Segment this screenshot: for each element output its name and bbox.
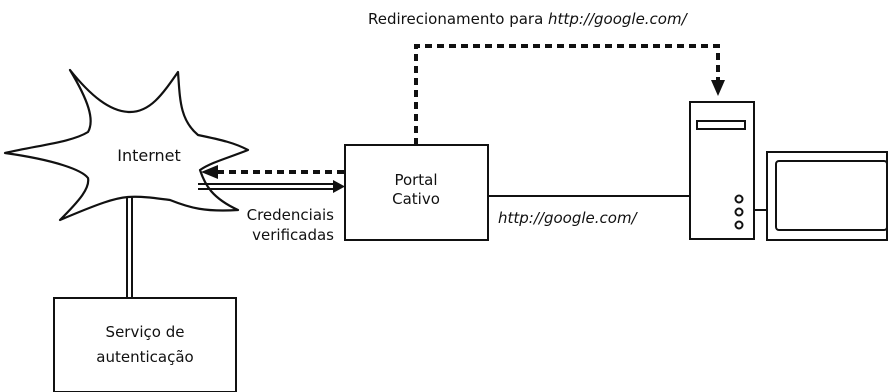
captive-portal-box: Portal Cativo (344, 144, 489, 241)
auth-service-box: Serviço de autenticação (53, 297, 237, 392)
redirect-label: Redirecionamento para http://google.com/ (368, 10, 689, 28)
internet-label: Internet (117, 146, 181, 165)
request-url-label: http://google.com/ (498, 209, 639, 227)
portal-label-line2: Cativo (392, 190, 440, 208)
internet-cloud: Internet (3, 68, 250, 222)
redirect-label-prefix: Redirecionamento para (368, 10, 548, 28)
redirect-arrowhead (711, 80, 725, 96)
credentials-arrowhead (333, 180, 345, 193)
computer-tower-icon (689, 101, 755, 240)
redirect-label-url: http://google.com/ (548, 10, 689, 28)
auth-service-label-line1: Serviço de (106, 323, 185, 341)
internet-cloud-shape (3, 68, 250, 222)
redirect-dashed-path (414, 44, 720, 145)
monitor-icon (766, 151, 888, 241)
portal-label-line1: Portal (394, 171, 437, 189)
portal-to-internet-arrowhead (201, 165, 218, 179)
auth-service-label-line2: autenticação (96, 348, 193, 366)
credentials-label-line2: verificadas (252, 226, 334, 244)
credentials-label-line1: Credenciais (247, 206, 335, 224)
